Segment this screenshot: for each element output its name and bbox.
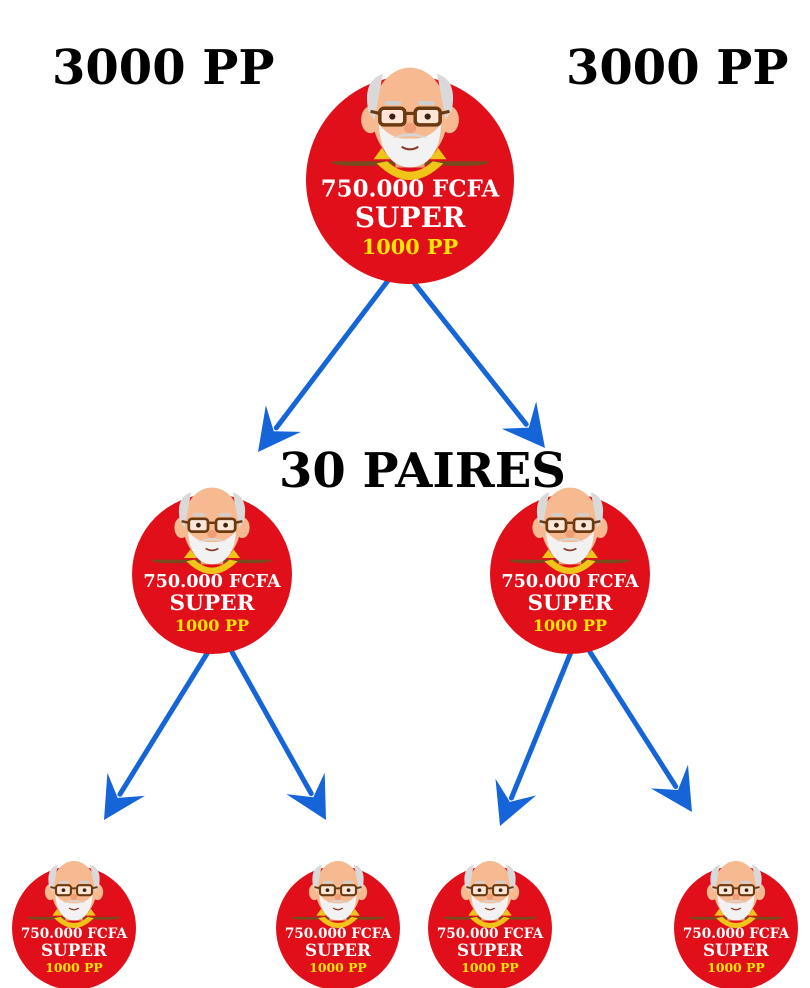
beard-shape bbox=[717, 894, 755, 921]
arrow-right-to-child-3 bbox=[495, 649, 574, 826]
collar-shape bbox=[54, 916, 94, 928]
collar-shape bbox=[470, 916, 510, 928]
amount-text: 750.000 FCFA bbox=[683, 926, 790, 942]
sweater-shape bbox=[26, 916, 122, 920]
sweater-shape bbox=[509, 559, 631, 564]
sweater-shape bbox=[442, 916, 538, 920]
beard-shape bbox=[188, 530, 236, 565]
beard-shape bbox=[55, 894, 93, 921]
rank-text: SUPER bbox=[355, 201, 466, 234]
sweater-shape bbox=[688, 916, 784, 920]
arrow-left-to-child-1 bbox=[104, 649, 211, 820]
elderly-man-avatar-icon bbox=[174, 487, 250, 565]
points-text: 1000 PP bbox=[707, 960, 765, 975]
rank-text: SUPER bbox=[703, 940, 769, 960]
elderly-man-avatar-icon bbox=[706, 861, 766, 921]
elderly-man-avatar-icon bbox=[361, 67, 459, 168]
collar-shape bbox=[186, 559, 238, 574]
collar-shape bbox=[376, 161, 444, 180]
amount-text: 750.000 FCFA bbox=[437, 926, 544, 942]
arrows-layer bbox=[104, 267, 692, 826]
points-text: 1000 PP bbox=[45, 960, 103, 975]
points-text: 1000 PP bbox=[309, 960, 367, 975]
arrow-right-to-child-4 bbox=[587, 649, 692, 812]
amount-text: 750.000 FCFA bbox=[285, 926, 392, 942]
beard-shape bbox=[546, 530, 594, 565]
rank-text: SUPER bbox=[41, 940, 107, 960]
arrow-root-to-right bbox=[401, 267, 545, 448]
left-points-label: 3000 PP bbox=[52, 40, 275, 96]
glasses-icon bbox=[314, 884, 362, 897]
points-text: 1000 PP bbox=[461, 960, 519, 975]
right-points-label: 3000 PP bbox=[566, 40, 789, 96]
rank-text: SUPER bbox=[305, 940, 371, 960]
elderly-man-avatar-icon bbox=[532, 487, 608, 565]
points-text: 1000 PP bbox=[175, 616, 249, 635]
rank-text: SUPER bbox=[457, 940, 523, 960]
collar-shape bbox=[544, 559, 596, 574]
sweater-shape bbox=[330, 161, 490, 167]
collar-shape bbox=[318, 916, 358, 928]
beard-shape bbox=[378, 123, 442, 168]
points-text: 1000 PP bbox=[533, 616, 607, 635]
elderly-man-avatar-icon bbox=[460, 861, 520, 921]
amount-text: 750.000 FCFA bbox=[321, 177, 500, 203]
arrow-root-to-left bbox=[258, 267, 399, 452]
elderly-man-avatar-icon bbox=[308, 861, 368, 921]
rank-text: SUPER bbox=[527, 591, 613, 616]
pairs-count-label: 30 PAIRES bbox=[279, 443, 566, 499]
elderly-man-avatar-icon bbox=[44, 861, 104, 921]
beard-shape bbox=[319, 894, 357, 921]
sweater-shape bbox=[290, 916, 386, 920]
sweater-shape bbox=[151, 559, 273, 564]
amount-text: 750.000 FCFA bbox=[501, 571, 639, 592]
arrow-left-to-child-2 bbox=[229, 649, 326, 820]
collar-shape bbox=[716, 916, 756, 928]
beard-shape bbox=[471, 894, 509, 921]
points-text: 1000 PP bbox=[362, 234, 459, 259]
amount-text: 750.000 FCFA bbox=[143, 571, 281, 592]
amount-text: 750.000 FCFA bbox=[21, 926, 128, 942]
rank-text: SUPER bbox=[169, 591, 255, 616]
